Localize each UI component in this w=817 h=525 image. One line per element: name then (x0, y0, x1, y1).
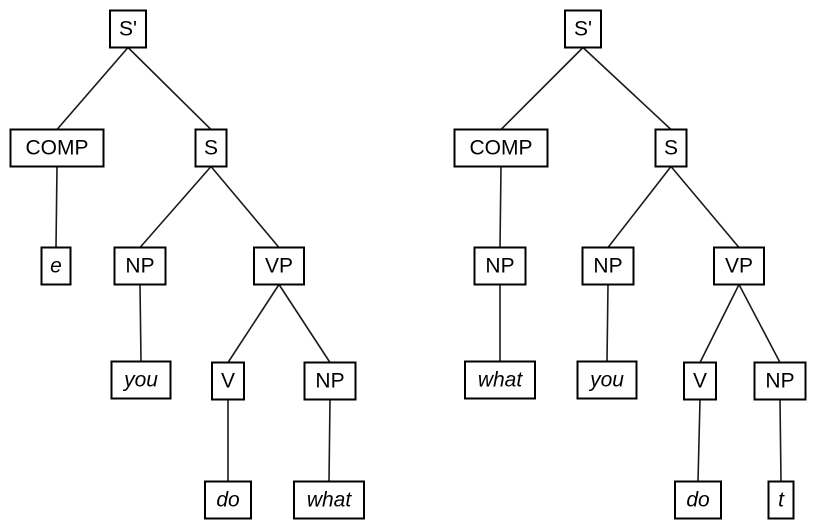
node-box (473, 246, 527, 286)
node-label: VP (725, 255, 753, 278)
tree-edge (139, 165, 212, 249)
tree-node-what-terminal: what (293, 480, 365, 520)
node-box (303, 361, 357, 401)
tree-edge (55, 166, 58, 248)
node-box (109, 9, 147, 49)
tree-edge (278, 284, 331, 363)
node-label: NP (765, 370, 794, 393)
node-label: S (664, 137, 678, 160)
node-box (40, 246, 72, 286)
node-label: COMP (26, 137, 89, 160)
tree-node-np-nonterminal: NP (113, 246, 167, 286)
node-label: NP (485, 255, 514, 278)
tree-node-s-nonterminal: S' (564, 9, 602, 49)
tree-edge (227, 284, 280, 363)
tree-edge (210, 165, 280, 249)
tree-node-comp-nonterminal: COMP (9, 128, 105, 168)
node-box (713, 246, 765, 286)
node-label: VP (265, 255, 293, 278)
node-label: do (686, 489, 710, 512)
tree-node-comp-nonterminal: COMP (453, 128, 549, 168)
node-label: what (307, 489, 353, 512)
tree-node-do-terminal: do (204, 480, 252, 520)
tree-node-v-nonterminal: V (211, 361, 245, 401)
tree-node-t-terminal: t (767, 480, 795, 520)
node-label: S' (574, 18, 592, 41)
node-box (253, 246, 305, 286)
node-box (293, 480, 365, 520)
tree-edge (738, 284, 781, 363)
node-box (110, 360, 172, 400)
tree-node-np-nonterminal: NP (473, 246, 527, 286)
tree-edge (606, 284, 609, 362)
node-box (581, 246, 635, 286)
tree-node-np-nonterminal: NP (753, 361, 807, 401)
tree-edge (699, 284, 740, 363)
node-label: COMP (470, 137, 533, 160)
tree-node-v-nonterminal: V (683, 361, 717, 401)
tree-node-e-terminal: e (40, 246, 72, 286)
node-label: NP (315, 370, 344, 393)
tree-edge (500, 46, 584, 131)
tree-node-np-nonterminal: NP (303, 361, 357, 401)
node-box (683, 361, 717, 401)
tree-node-what-terminal: what (464, 360, 536, 400)
node-box (204, 480, 252, 520)
tree-node-you-terminal: you (110, 360, 172, 400)
node-box (211, 361, 245, 401)
node-label: you (122, 369, 158, 392)
node-box (767, 480, 795, 520)
tree-edge (779, 399, 782, 482)
tree-node-s-nonterminal: S (194, 128, 228, 168)
tree-edge (56, 46, 129, 131)
node-label: do (216, 489, 240, 512)
node-box (464, 360, 536, 400)
tree-edge (697, 399, 701, 482)
tree-node-vp-nonterminal: VP (253, 246, 305, 286)
node-label: S (204, 137, 218, 160)
node-label: V (693, 370, 707, 393)
node-box (654, 128, 688, 168)
node-label: t (778, 489, 785, 512)
tree-edge (328, 399, 331, 482)
node-box (674, 480, 722, 520)
node-box (9, 128, 105, 168)
tree-node-vp-nonterminal: VP (713, 246, 765, 286)
tree-edge (582, 46, 672, 131)
node-label: e (50, 255, 62, 278)
tree-node-s-nonterminal: S (654, 128, 688, 168)
right-tree: S' COMP S NP NP VP what you V NP do t (453, 9, 807, 520)
tree-edge (139, 284, 142, 362)
node-box (113, 246, 167, 286)
tree-edge (670, 165, 740, 249)
node-box (453, 128, 549, 168)
node-box (576, 360, 638, 400)
node-box (194, 128, 228, 168)
node-label: NP (593, 255, 622, 278)
node-label: what (478, 369, 524, 392)
tree-edge (127, 46, 212, 131)
tree-node-you-terminal: you (576, 360, 638, 400)
node-label: you (588, 369, 624, 392)
left-tree-edges (55, 46, 331, 482)
tree-node-s-nonterminal: S' (109, 9, 147, 49)
node-box (753, 361, 807, 401)
node-label: V (221, 370, 235, 393)
right-tree-edges (499, 46, 782, 482)
tree-edge (607, 166, 672, 248)
node-box (564, 9, 602, 49)
node-label: NP (125, 255, 154, 278)
tree-edge (499, 166, 502, 248)
node-label: S' (119, 18, 137, 41)
tree-node-do-terminal: do (674, 480, 722, 520)
tree-node-np-nonterminal: NP (581, 246, 635, 286)
